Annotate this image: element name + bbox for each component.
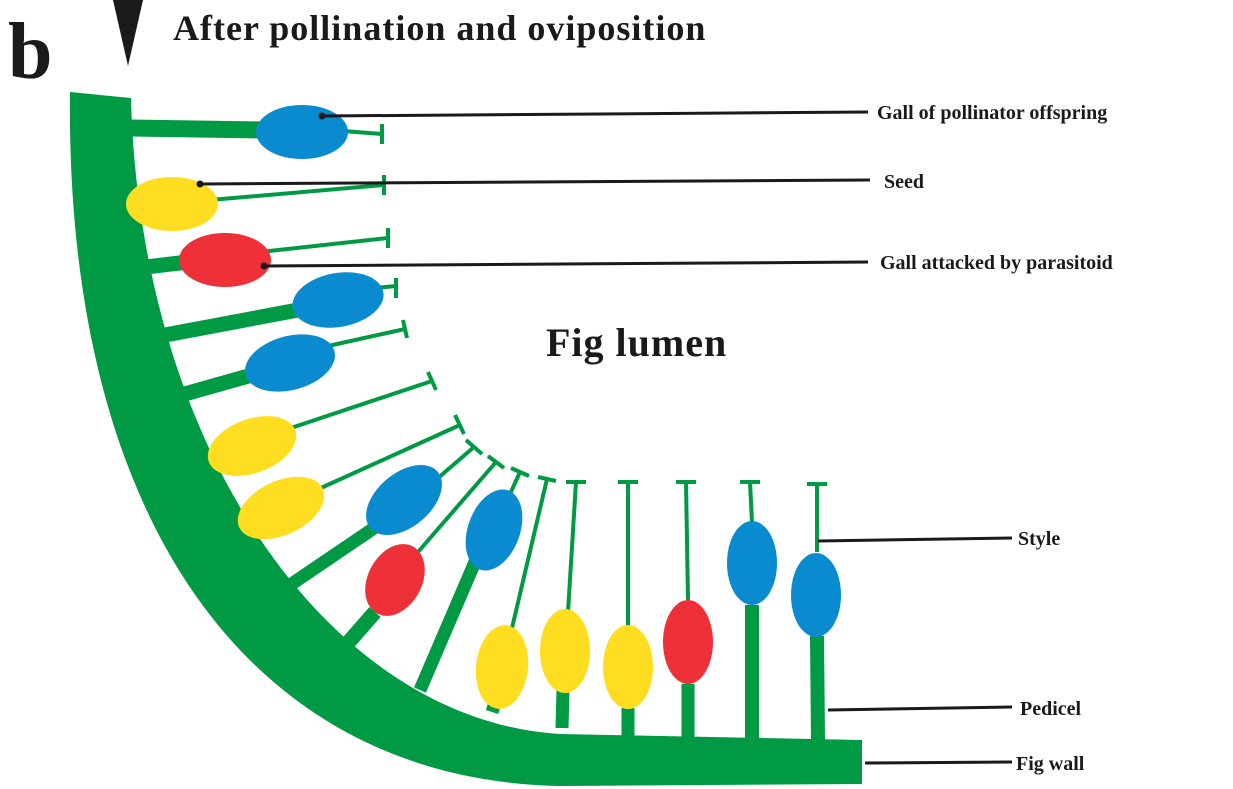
gall-pollinator — [727, 521, 777, 605]
pedicel — [120, 262, 188, 270]
label-style: Style — [1018, 528, 1060, 550]
seed — [472, 623, 532, 712]
leader-fig-wall — [865, 762, 1012, 763]
arrow-down-icon — [113, 0, 143, 66]
gall-parasitoid — [179, 233, 271, 287]
pedicel — [562, 690, 563, 728]
pedicel — [817, 636, 818, 740]
style — [210, 185, 384, 200]
label-pedicel: Pedicel — [1020, 698, 1082, 720]
style — [568, 482, 576, 612]
label-seed: Seed — [884, 171, 924, 193]
pedicel — [420, 562, 475, 690]
pedicel — [130, 128, 262, 130]
gall-pollinator — [791, 553, 841, 637]
leader-seed — [200, 180, 870, 184]
leader-style — [818, 538, 1012, 541]
gall-pollinator — [288, 265, 388, 334]
gall-pollinator — [239, 325, 342, 401]
label-gall-pollinator: Gall of pollinator offspring — [877, 102, 1107, 124]
seed — [540, 609, 590, 693]
seed — [603, 625, 653, 709]
gall-parasitoid — [663, 600, 713, 684]
pedicel — [340, 612, 375, 652]
fig-lumen-label: Fig lumen — [546, 320, 727, 365]
label-fig-wall: Fig wall — [1016, 753, 1085, 775]
leader-dot — [197, 181, 204, 188]
leader-dot — [319, 113, 326, 120]
figure-title: After pollination and oviposition — [173, 8, 706, 48]
style — [750, 482, 752, 522]
leader-gall-parasitoid — [264, 262, 868, 266]
label-gall-parasitoid: Gall attacked by parasitoid — [880, 252, 1113, 274]
style — [285, 381, 432, 430]
leader-gall-pollinator — [322, 112, 868, 116]
leader-dot — [261, 263, 268, 270]
panel-letter: b — [8, 8, 53, 96]
style — [260, 238, 388, 252]
style — [686, 482, 688, 600]
style — [328, 329, 405, 346]
leader-pedicel — [828, 707, 1012, 710]
gall-pollinator — [256, 105, 348, 159]
